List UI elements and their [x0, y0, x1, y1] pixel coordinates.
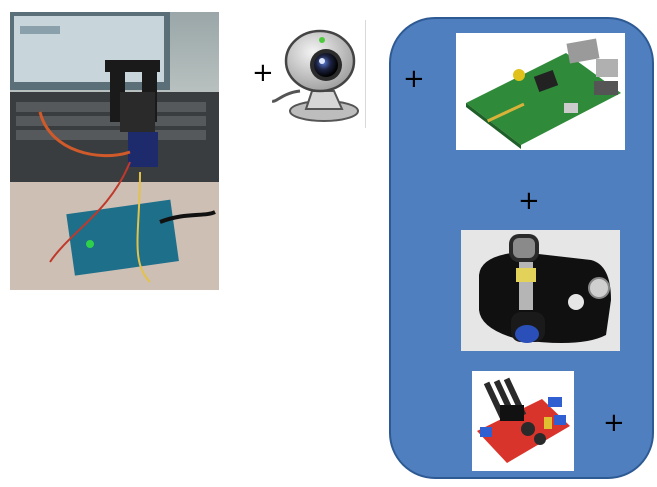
- robot-chassis-photo: [461, 230, 620, 351]
- plus-sign-motor-driver: +: [603, 408, 625, 438]
- webcam-icon: [271, 23, 362, 125]
- arduino-servo-illustration: [10, 12, 219, 290]
- arduino-servo-photo: [10, 12, 219, 290]
- raspberry-pi-photo: [456, 33, 625, 150]
- plus-sign-webcam: +: [252, 58, 274, 88]
- motor-driver-photo: [472, 371, 574, 471]
- plus-sign-chassis: +: [518, 186, 540, 216]
- plus-sign-raspberry-pi: +: [403, 64, 425, 94]
- divider-line: [365, 20, 366, 128]
